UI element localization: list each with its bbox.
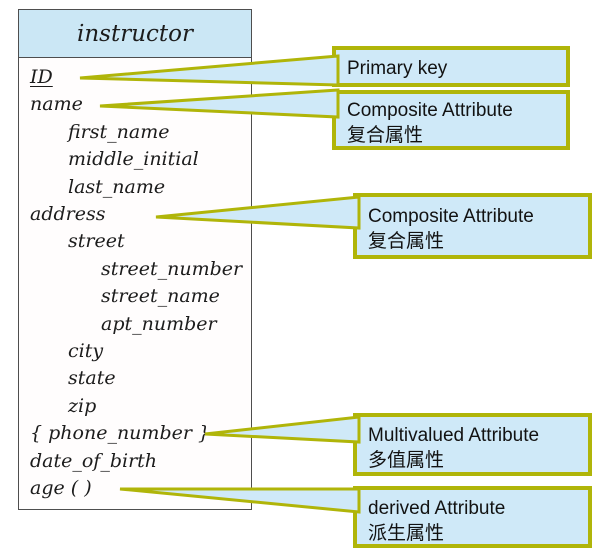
attribute-row-date-of-birth: date_of_birth — [19, 448, 251, 475]
attribute-row-address: address — [19, 201, 251, 228]
callout-text: Primary key — [347, 58, 448, 79]
attribute-label: date_of_birth — [30, 449, 158, 472]
attribute-row-phone-number: { phone_number } — [19, 420, 251, 447]
callout-text-cjk: 派生属性 — [368, 523, 445, 544]
attribute-label: name — [30, 93, 83, 116]
callout-text-cjk: 复合属性 — [368, 231, 445, 252]
callout-text: Composite Attribute — [368, 206, 534, 227]
callout-text: Multivalued Attribute — [368, 425, 540, 446]
callout-multivalued-attribute: Multivalued Attribute 多值属性 — [353, 413, 592, 476]
attribute-label: zip — [68, 394, 97, 417]
attribute-row-state: state — [19, 365, 251, 392]
attribute-row-middle-initial: middle_initial — [19, 146, 251, 173]
entity-box-instructor: instructor ID name first_name middle_ini… — [18, 9, 252, 510]
callout-text-cjk: 复合属性 — [347, 125, 424, 146]
attribute-row-name: name — [19, 91, 251, 118]
attribute-row-zip: zip — [19, 393, 251, 420]
callout-composite-attribute-address: Composite Attribute 复合属性 — [353, 193, 592, 259]
attribute-row-street-number: street_number — [19, 256, 251, 283]
attribute-row-id: ID — [19, 64, 251, 91]
attribute-row-city: city — [19, 338, 251, 365]
attribute-label: city — [68, 340, 104, 363]
callout-text: derived Attribute — [368, 498, 506, 519]
entity-title: instructor — [19, 10, 251, 58]
attribute-row-street-name: street_name — [19, 283, 251, 310]
attribute-row-first-name: first_name — [19, 119, 251, 146]
callout-derived-attribute: derived Attribute 派生属性 — [353, 486, 592, 548]
attribute-label: first_name — [68, 120, 170, 143]
attribute-label: { phone_number } — [30, 422, 211, 445]
attribute-row-street: street — [19, 228, 251, 255]
attribute-label: middle_initial — [68, 148, 199, 171]
attribute-label: age ( ) — [30, 477, 92, 500]
attribute-label: street — [68, 230, 125, 253]
callout-text: Composite Attribute — [347, 100, 513, 121]
attribute-label: apt_number — [101, 312, 217, 335]
attribute-label: street_number — [101, 257, 243, 280]
attribute-row-apt-number: apt_number — [19, 311, 251, 338]
attribute-list: ID name first_name middle_initial last_n… — [19, 58, 251, 503]
callout-composite-attribute-name: Composite Attribute 复合属性 — [332, 90, 570, 150]
attribute-label: street_name — [101, 285, 220, 308]
attribute-label: last_name — [68, 175, 166, 198]
attribute-label: state — [68, 367, 116, 390]
attribute-row-age: age ( ) — [19, 475, 251, 502]
callout-primary-key: Primary key — [332, 46, 570, 87]
attribute-row-last-name: last_name — [19, 174, 251, 201]
attribute-label: address — [30, 203, 106, 226]
callout-text-cjk: 多值属性 — [368, 450, 445, 471]
attribute-label: ID — [30, 66, 53, 88]
